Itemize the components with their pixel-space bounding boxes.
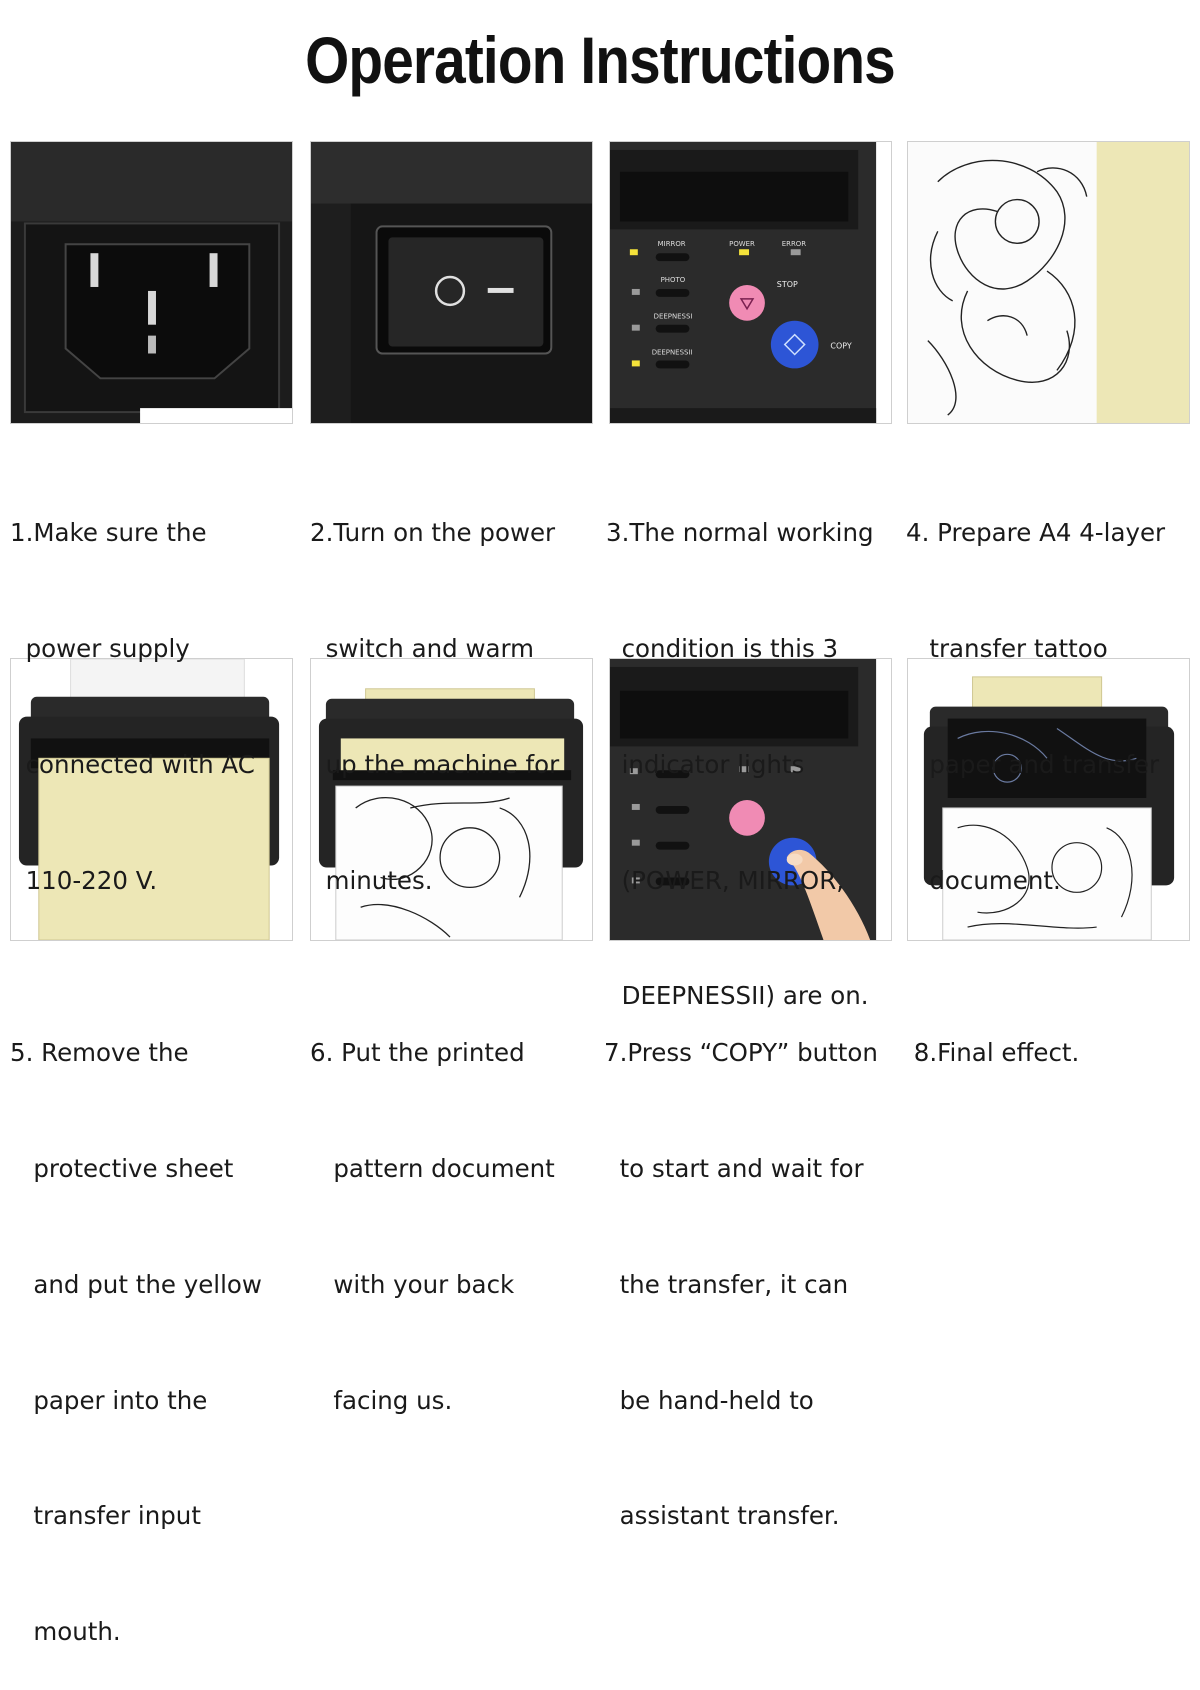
step-8-line: 8.Final effect.: [906, 1038, 1080, 1068]
step-2-line: up the machine for: [310, 749, 560, 779]
copy-button-icon: [770, 320, 819, 369]
step-7-line: 7.Press “COPY” button: [604, 1038, 878, 1068]
step-3-line: condition is this 3: [606, 633, 839, 663]
step-3-line: DEEPNESSII) are on.: [606, 981, 869, 1011]
step-4-line: transfer tattoo: [906, 633, 1108, 663]
step-8-image: [907, 658, 1190, 941]
step-1-line: connected with AC: [10, 749, 255, 779]
step-7-line: to start and wait for: [604, 1153, 864, 1183]
page-title: Operation Instructions: [305, 23, 896, 97]
step-4-line: 4. Prepare A4 4-layer: [906, 518, 1166, 548]
step-7-line: assistant transfer.: [604, 1501, 840, 1531]
step-4-line: paper and transfer: [906, 749, 1160, 779]
transfer-paper-icon: [908, 142, 1189, 423]
step-7-caption: 7.Press “COPY” button to start and wait …: [604, 957, 878, 1575]
step-5-image: [10, 658, 293, 941]
step-5-caption: 5. Remove the protective sheet and put t…: [10, 957, 262, 1690]
pattern-document-icon: [311, 659, 592, 940]
step-8-caption: 8.Final effect.: [906, 957, 1080, 1111]
stop-label: STOP: [777, 280, 798, 289]
error-label: ERROR: [782, 240, 806, 248]
step-6-caption: 6. Put the printed pattern document with…: [310, 957, 555, 1459]
step-2-image: [310, 141, 593, 424]
step-6-line: facing us.: [310, 1385, 453, 1415]
power-label: POWER: [729, 240, 755, 248]
power-switch-icon: [311, 142, 592, 423]
stop-button-icon: [729, 284, 765, 321]
final-stencil-icon: [908, 659, 1189, 940]
step-4-line: document.: [906, 865, 1061, 895]
copy-label: COPY: [830, 342, 851, 351]
power-socket-icon: [11, 142, 292, 423]
step-4-image: [907, 141, 1190, 424]
control-panel-icon: MIRROR POWER ERROR PHOTO DEEPNESSI DEEPN…: [610, 142, 891, 423]
step-5-line: paper into the: [10, 1385, 208, 1415]
step-3-line: (POWER, MIRROR,: [606, 865, 845, 895]
step-6-image: [310, 658, 593, 941]
step-2-line: minutes.: [310, 865, 433, 895]
step-3-line: indicator lights: [606, 749, 805, 779]
step-3-line: 3.The normal working: [606, 518, 874, 548]
press-copy-button-icon: [610, 659, 891, 940]
step-1-line: power supply: [10, 633, 190, 663]
deepness1-label: DEEPNESSI: [654, 313, 693, 321]
step-6-line: 6. Put the printed: [310, 1038, 525, 1068]
step-4-caption: 4. Prepare A4 4-layer transfer tattoo pa…: [906, 437, 1165, 939]
yellow-paper-insert-icon: [11, 659, 292, 940]
deepness2-label: DEEPNESSII: [652, 348, 693, 356]
step-1-caption: 1.Make sure the power supply connected w…: [10, 437, 255, 939]
step-5-line: transfer input: [10, 1501, 201, 1531]
step-2-line: 2.Turn on the power: [310, 518, 556, 548]
step-1-line: 1.Make sure the: [10, 518, 207, 548]
step-7-line: the transfer, it can: [604, 1269, 849, 1299]
photo-label: PHOTO: [661, 276, 686, 284]
step-7-line: be hand-held to: [604, 1385, 814, 1415]
step-6-line: pattern document: [310, 1153, 555, 1183]
step-2-line: switch and warm: [310, 633, 535, 663]
step-5-line: and put the yellow: [10, 1269, 262, 1299]
step-3-image: MIRROR POWER ERROR PHOTO DEEPNESSI DEEPN…: [609, 141, 892, 424]
step-5-line: mouth.: [10, 1617, 121, 1647]
step-7-image: [609, 658, 892, 941]
step-1-image: [10, 141, 293, 424]
step-6-line: with your back: [310, 1269, 515, 1299]
step-3-caption: 3.The normal working condition is this 3…: [606, 437, 874, 1055]
step-5-line: 5. Remove the: [10, 1038, 189, 1068]
step-5-line: protective sheet: [10, 1153, 234, 1183]
step-1-line: 110-220 V.: [10, 865, 158, 895]
mirror-label: MIRROR: [658, 240, 686, 248]
step-2-caption: 2.Turn on the power switch and warm up t…: [310, 437, 559, 939]
